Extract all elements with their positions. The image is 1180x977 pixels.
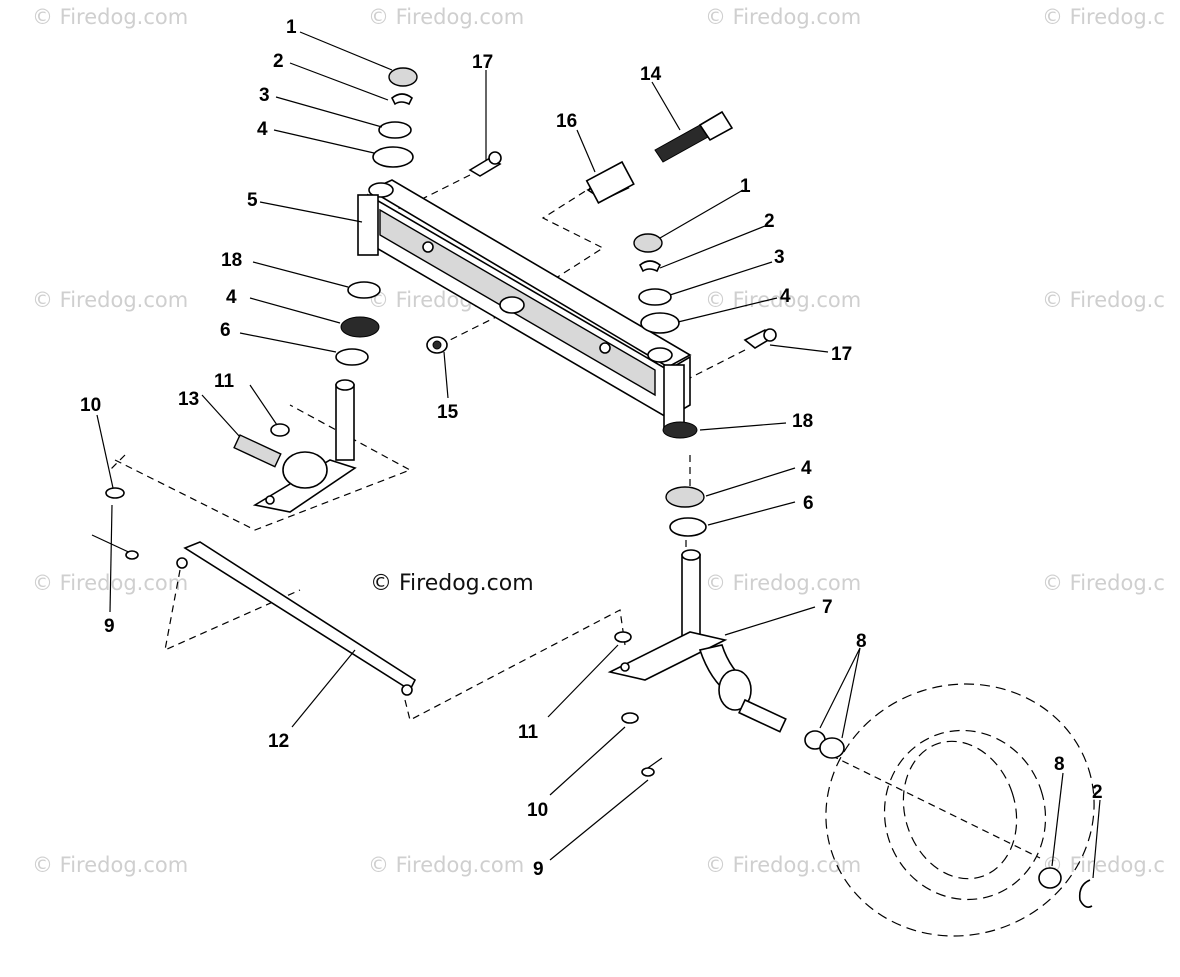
callout-label: 11	[518, 722, 539, 743]
callout-label: 6	[220, 320, 231, 341]
watermark: © Firedog.com	[368, 853, 524, 877]
watermark: © Firedog.com	[32, 5, 188, 29]
watermark: © Firedog.c	[1042, 853, 1165, 877]
hardware-group	[426, 110, 777, 354]
callout-label: 18	[221, 250, 242, 271]
callout-label: 1	[740, 176, 751, 197]
watermark: © Firedog.com	[705, 5, 861, 29]
callout-label: 10	[80, 395, 101, 416]
callout-label: 5	[247, 190, 258, 211]
callout-label: 11	[214, 371, 235, 392]
callout-label: 9	[104, 616, 115, 637]
callout-label: 17	[472, 52, 493, 73]
callout-label: 16	[556, 111, 577, 132]
callout-label: 18	[792, 411, 813, 432]
watermark: © Firedog.c	[1042, 5, 1165, 29]
watermark: © Firedog.com	[32, 288, 188, 312]
callout-label: 10	[527, 800, 548, 821]
callout-label: 14	[640, 64, 662, 85]
watermark-layer: © Firedog.com © Firedog.com © Firedog.co…	[32, 5, 1165, 877]
callout-label: 9	[533, 859, 544, 880]
watermark: © Firedog.c	[1042, 571, 1165, 595]
callouts: 1 2 3 4 17 14 16 1 2 3 4 17 5 18 4 6 11 …	[80, 17, 1103, 880]
leader-lines	[96, 31, 1101, 879]
watermark: © Firedog.c	[1042, 288, 1165, 312]
callout-label: 8	[856, 631, 867, 652]
left-spindle-stack	[91, 67, 418, 560]
callout-label: 4	[226, 287, 237, 308]
callout-label: 4	[801, 458, 812, 479]
watermark: © Firedog.com	[705, 288, 861, 312]
watermark: © Firedog.com	[705, 853, 861, 877]
callout-label: 3	[259, 85, 270, 106]
callout-label: 8	[1054, 754, 1065, 775]
copyright-label: © Firedog.com	[370, 571, 534, 596]
watermark: © Firedog.com	[368, 5, 524, 29]
callout-label: 4	[780, 286, 791, 307]
assembly-lines	[109, 174, 1041, 859]
callout-label: 17	[831, 344, 852, 365]
callout-label: 4	[257, 119, 268, 140]
watermark: © Firedog.com	[32, 853, 188, 877]
right-spindle-stack	[607, 233, 1093, 908]
callout-label: 12	[268, 731, 289, 752]
callout-label: 2	[764, 211, 775, 232]
callout-label: 6	[803, 493, 814, 514]
callout-label: 1	[286, 17, 297, 38]
tire-outline	[825, 683, 1095, 937]
callout-label: 3	[774, 247, 785, 268]
axle-beam	[357, 179, 692, 431]
tie-rod	[176, 541, 417, 696]
callout-label: 7	[822, 597, 833, 618]
watermark: © Firedog.com	[705, 571, 861, 595]
callout-label: 15	[437, 402, 459, 423]
callout-label: 2	[1092, 782, 1103, 803]
callout-label: 2	[273, 51, 284, 72]
callout-label: 13	[178, 389, 199, 410]
